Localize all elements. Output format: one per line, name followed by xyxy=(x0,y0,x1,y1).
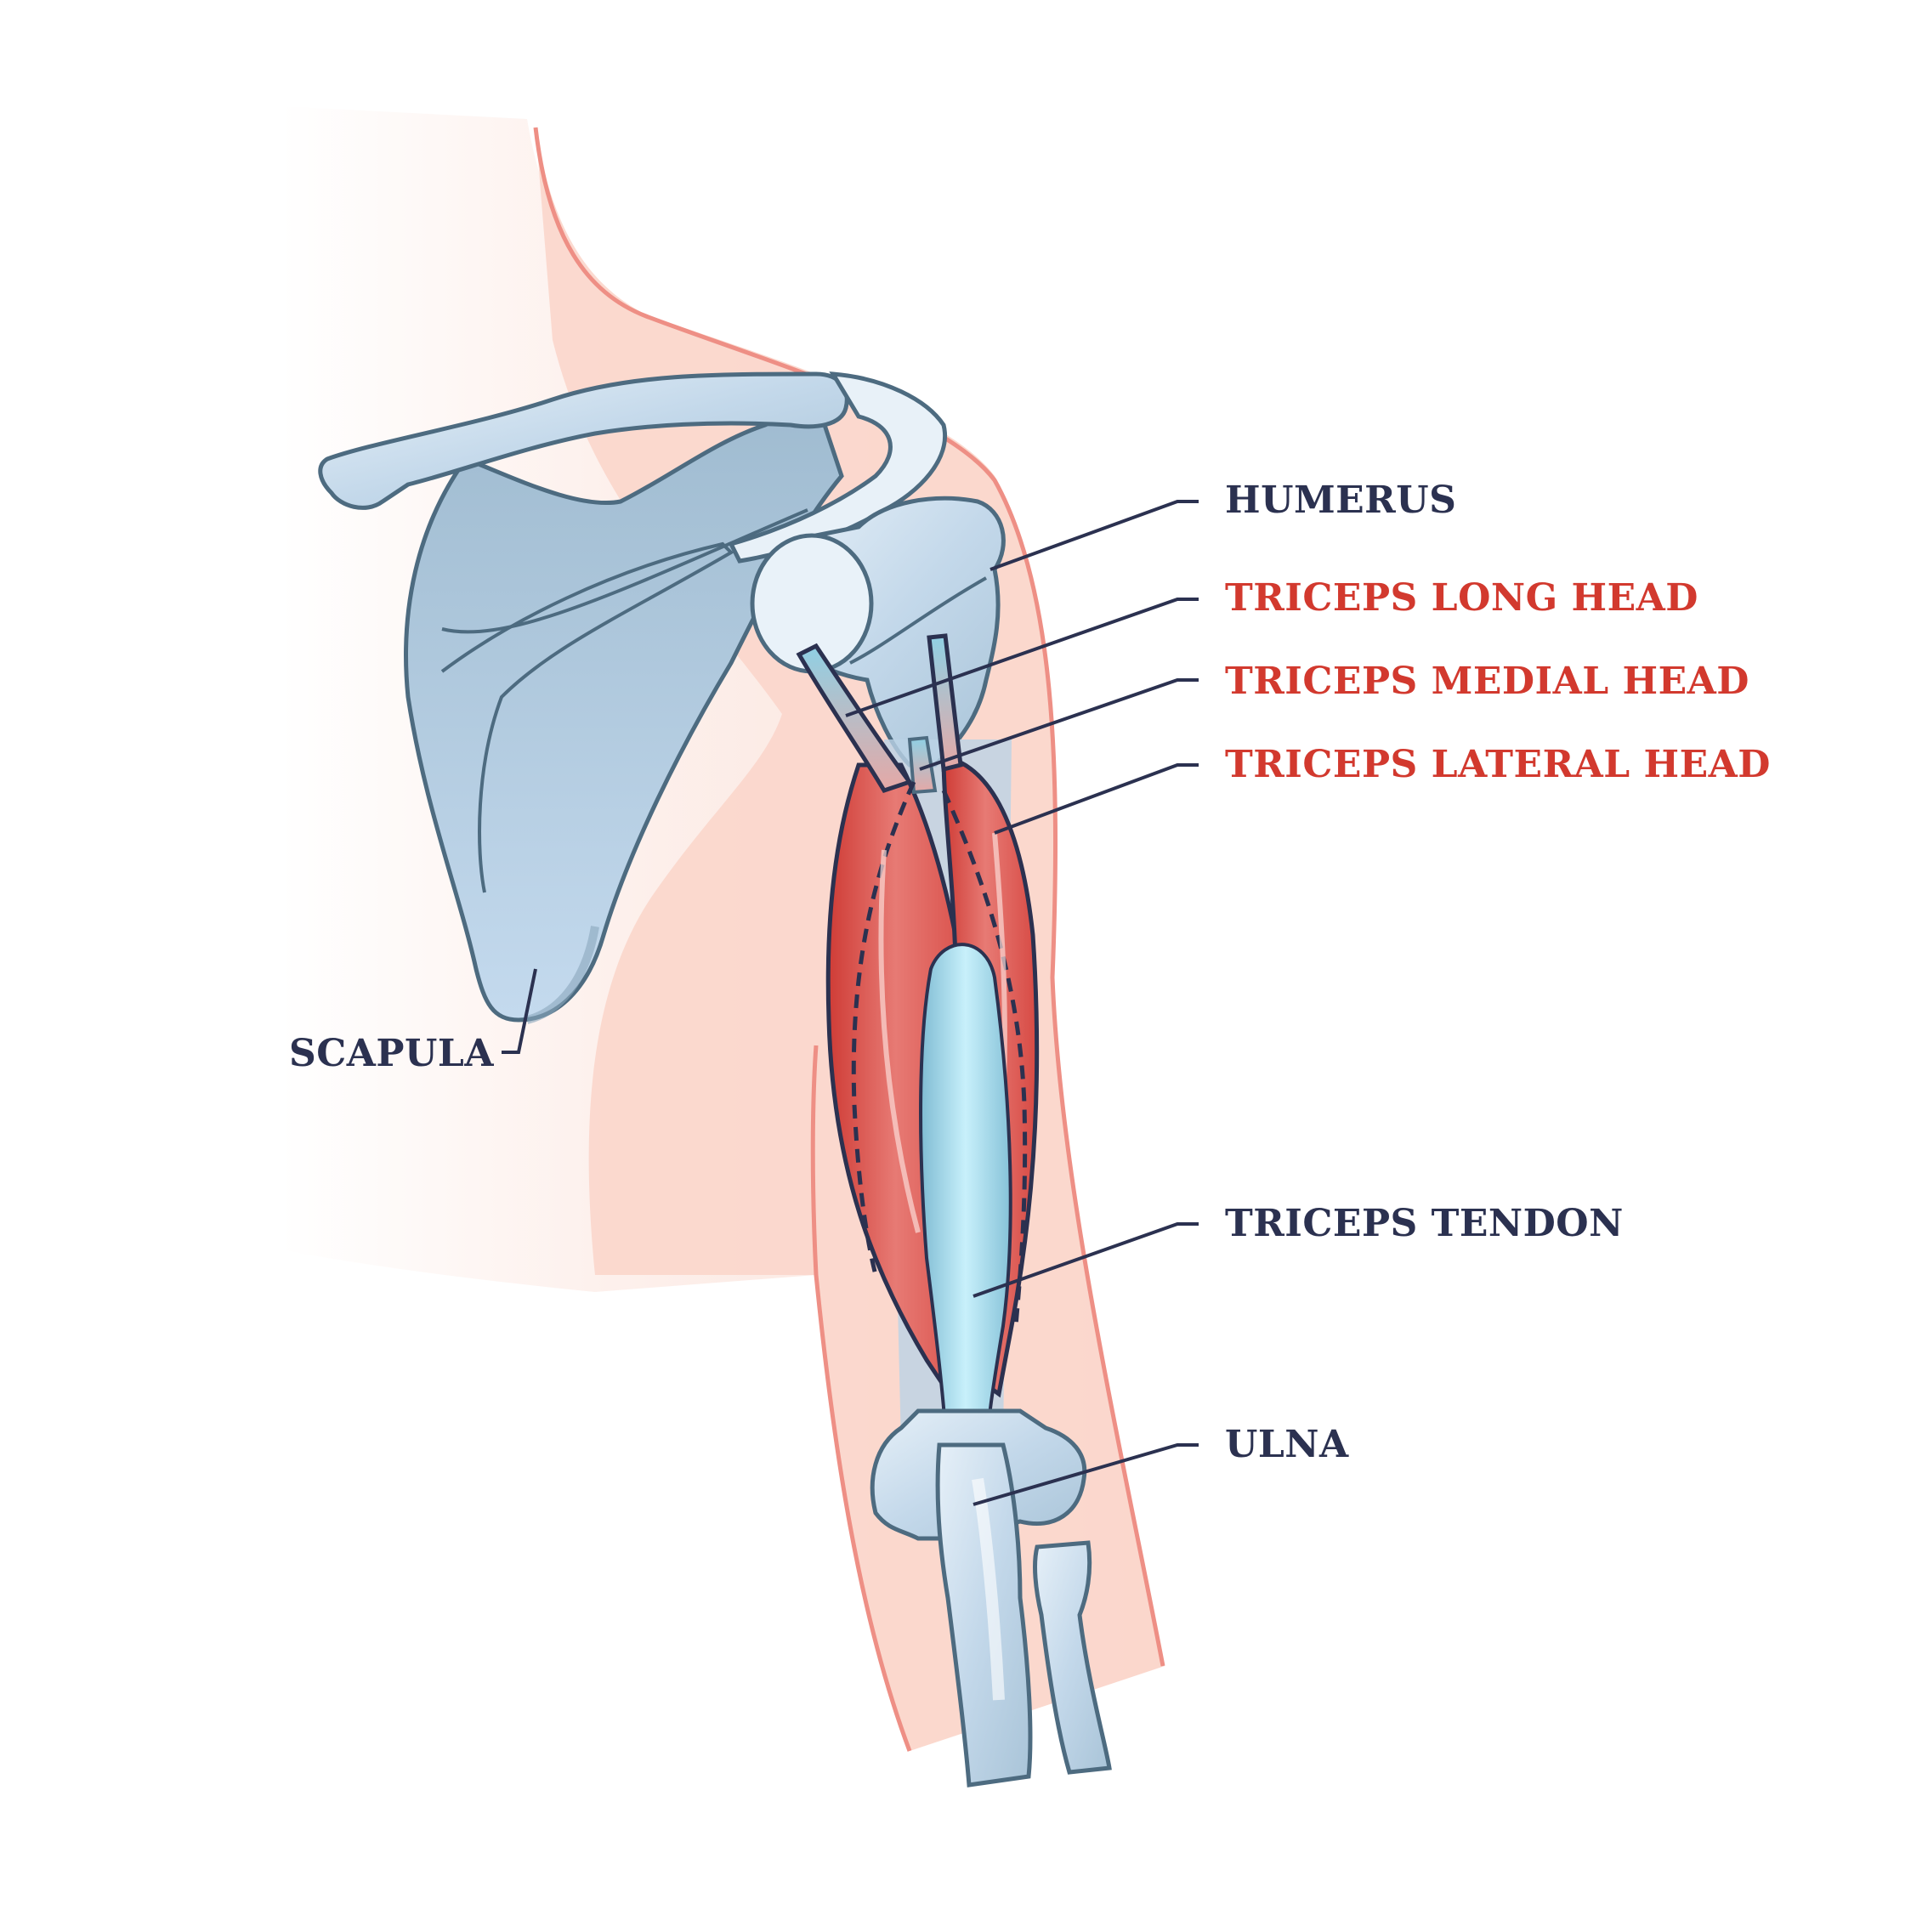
label-triceps-tendon: TRICEPS TENDON xyxy=(1225,1202,1624,1245)
leader-lines xyxy=(502,500,1199,1506)
radius-bone xyxy=(1033,1540,1112,1775)
elbow-bones xyxy=(870,1408,1112,1788)
leader-triceps-long-head xyxy=(845,598,1199,717)
label-triceps-medial-head: TRICEPS MEDIAL HEAD xyxy=(1225,660,1749,703)
label-ulna: ULNA xyxy=(1225,1423,1349,1466)
leader-ulna xyxy=(973,1443,1199,1506)
leader-humerus xyxy=(990,500,1199,571)
leader-triceps-tendon xyxy=(973,1222,1199,1298)
leader-triceps-medial-head xyxy=(919,678,1199,771)
ulna-bone xyxy=(935,1442,1033,1788)
leader-scapula xyxy=(502,968,537,1054)
label-triceps-lateral-head: TRICEPS LATERAL HEAD xyxy=(1225,743,1771,786)
label-scapula: SCAPULA xyxy=(289,1032,494,1075)
label-humerus: HUMERUS xyxy=(1225,479,1457,522)
leader-triceps-lateral-head xyxy=(994,763,1199,835)
label-triceps-long-head: TRICEPS LONG HEAD xyxy=(1225,576,1698,620)
